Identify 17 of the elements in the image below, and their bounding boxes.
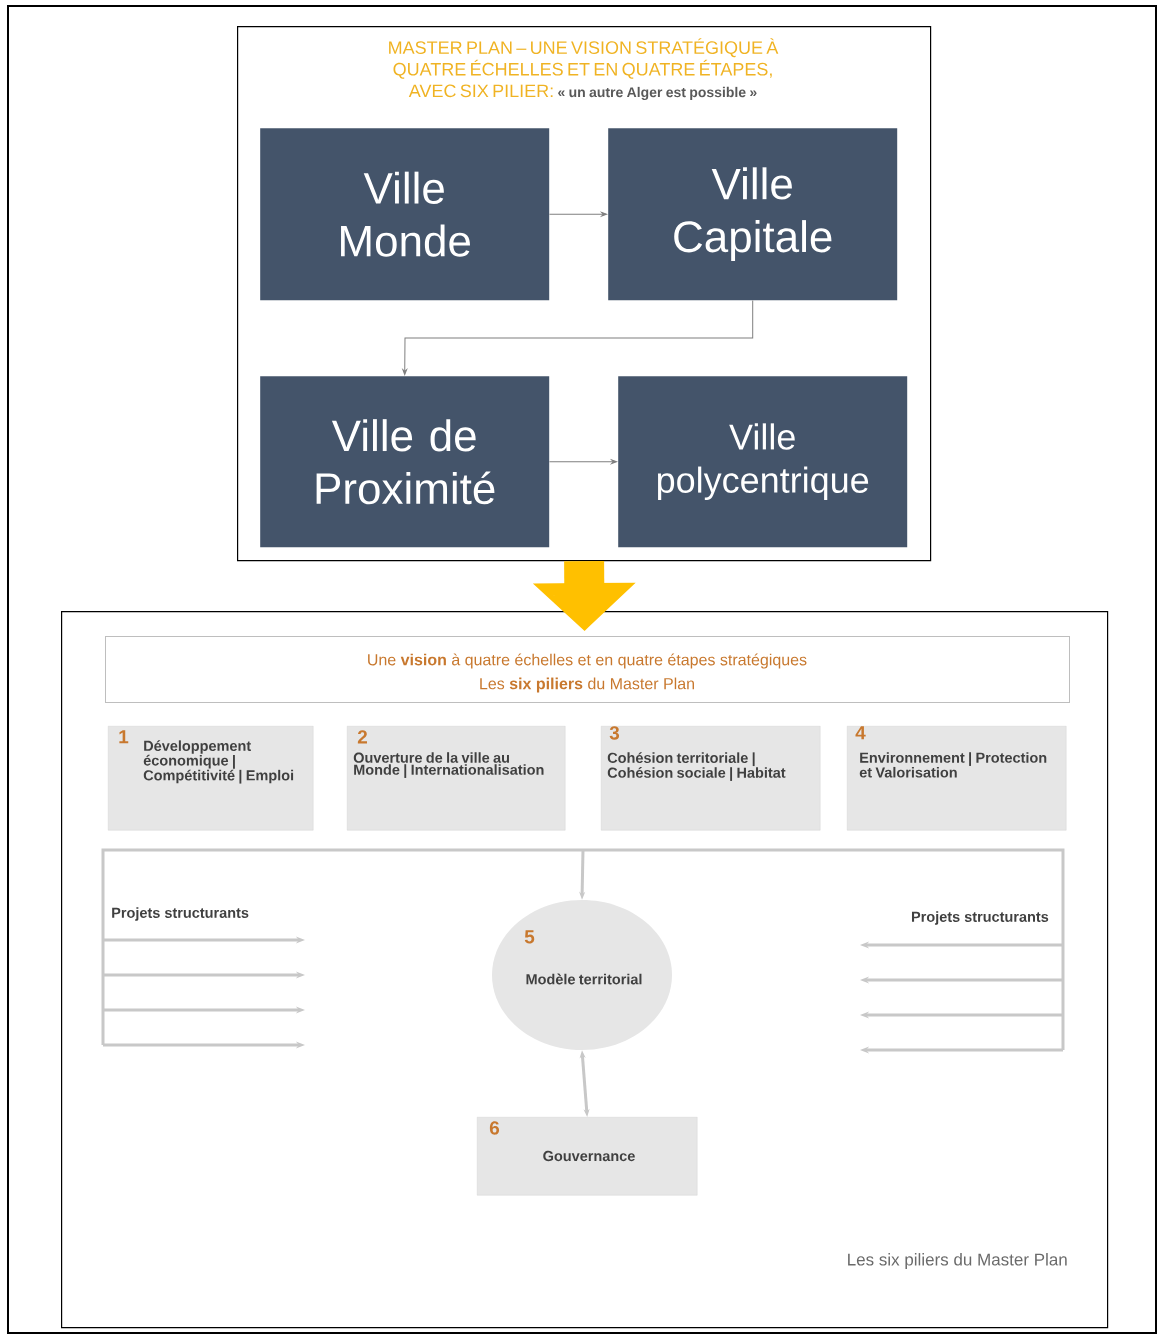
pillar-box: 1 Développement économique | Compétitivité | Emploi: [108, 726, 314, 831]
stage-box: Ville Capitale: [608, 128, 898, 301]
diagram-panel: [61, 611, 1109, 1329]
pillar-box: 6 Gouvernance: [477, 1117, 698, 1196]
arrow: [548, 459, 618, 465]
arrow: [548, 211, 608, 217]
stage-box: Ville polycentrique: [618, 376, 908, 548]
stage-box: Ville Monde: [260, 128, 550, 301]
header-box: Une vision à quatre échelles et en quatre étapes stratégiques Les six piliers du Master Plan: [105, 636, 1070, 703]
pillar-box: 3 Cohésion territoriale | Cohésion sociale | Habitat: [601, 726, 821, 831]
side-label: Projets structurants: [112, 907, 249, 921]
side-label: Projets structurants: [912, 911, 1049, 925]
arrow: [402, 299, 754, 376]
figure-caption: Les six piliers du Master Plan: [848, 1253, 1067, 1269]
pillar-box: 4 Environnement | Protection et Valorisation: [847, 726, 1067, 831]
pillar-box: 2 Ouverture de la ville au Monde | Internationalisation: [347, 726, 566, 831]
stage-box: Ville de Proximité: [260, 376, 550, 548]
